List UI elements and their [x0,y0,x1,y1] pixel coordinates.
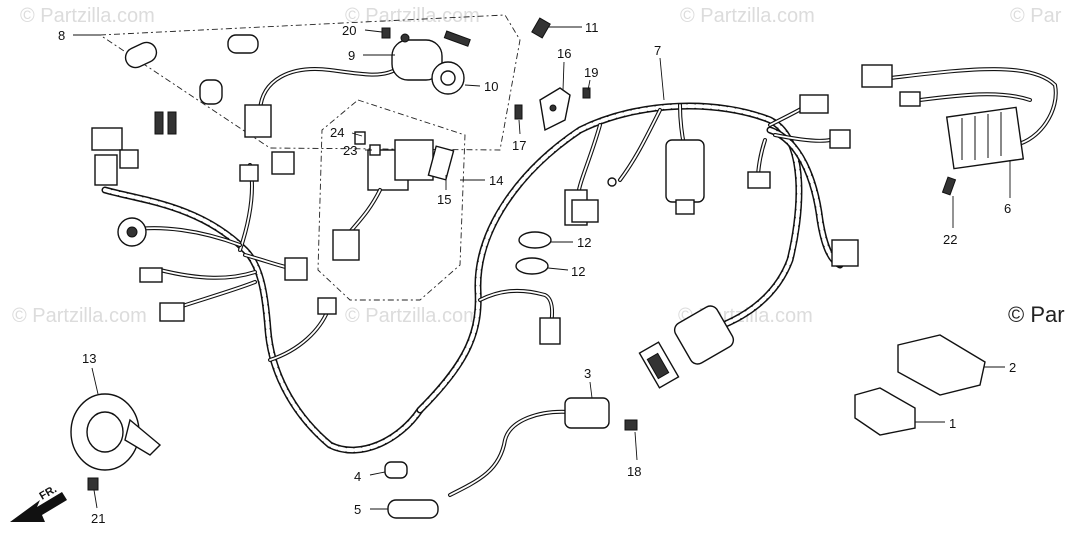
screw-20 [381,27,391,39]
connector-right-branch [284,257,308,281]
callout-18: 18 [627,464,641,479]
connector-center-right [747,171,771,189]
watermark-top-edge: © Par [1010,5,1062,27]
clamp-12-lower [515,257,549,275]
watermark-right-edge: © Par [1008,302,1065,327]
bolt-22 [941,176,957,196]
horn-bracket [124,418,162,456]
watermark-top-right: © Partzilla.com [680,5,815,27]
callout-8: 8 [58,28,65,43]
callout-11: 11 [585,20,599,35]
connector-small-right [829,129,851,149]
callout-2: 2 [1009,360,1016,375]
callout-7: 7 [654,43,661,58]
screw-19 [582,87,591,99]
key-cylinder-part [227,34,259,54]
connector-block-left [91,127,123,151]
connector-upper-right [799,94,829,114]
callout-5: 5 [354,502,361,517]
ignition-key [443,30,471,47]
regulator-rectifier [861,64,1058,196]
callouts: 8 20 9 10 11 16 19 17 7 24 23 14 15 12 1… [58,20,1016,526]
callout-14: 14 [489,173,503,188]
front-arrow-icon [10,492,67,522]
callout-19: 19 [584,65,598,80]
front-direction-arrow: FR. [10,483,67,522]
fuse-box-connector [332,229,360,261]
key-switch-assembly [124,17,551,138]
bracket-parts [514,87,591,132]
connector-upper-harness [271,151,295,175]
watermark-top-center: © Partzilla.com [345,5,480,27]
callout-24: 24 [330,125,344,140]
spark-plug-cap-5 [387,499,439,519]
harness-right-trunk [416,102,803,414]
callout-15: 15 [437,192,451,207]
condenser-cylinder [665,139,705,203]
ignition-switch [391,39,443,81]
callout-20: 20 [342,23,356,38]
horn-parts [70,393,162,491]
fuse-box-assembly [332,131,455,261]
bolt-21 [87,477,99,491]
callout-12-lower: 12 [571,264,585,279]
callout-21: 21 [91,511,105,526]
watermark-mid-left: © Partzilla.com [12,305,147,327]
cdi-unit-parts [854,334,986,436]
bolt-17 [514,104,523,120]
callout-3: 3 [584,366,591,381]
connector-lower-mid [317,297,337,315]
regulator-connector-2 [899,91,921,107]
callout-17: 17 [512,138,526,153]
key-switch-connector [244,104,272,138]
connector-bottom-mid [539,317,561,345]
left-harness [91,111,424,454]
connector-lower-right [831,239,859,267]
fuse-clip-24 [354,131,366,145]
cdi-unit-2 [897,334,986,396]
cdi-rubber-1 [854,387,916,436]
callout-16: 16 [557,46,571,61]
group-outlines [99,14,521,301]
connector-block-left-2 [94,154,118,186]
callout-1: 1 [949,416,956,431]
ignition-coil-parts [384,397,638,519]
regulator-body-6 [945,106,1025,170]
grommet-part [199,79,223,105]
callout-12-upper: 12 [577,235,591,250]
plug-cap-seal-4 [384,461,408,479]
ring-terminal [607,177,617,187]
watermark-mid-center: © Partzilla.com [345,305,480,327]
watermark-layer: © Partzilla.com © Partzilla.com © Partzi… [12,5,1065,327]
group-outline-8 [99,14,521,151]
key-part-11 [531,17,551,39]
ignition-coil-3 [564,397,610,429]
callout-13: 13 [82,351,96,366]
callout-4: 4 [354,469,361,484]
fuse-15 [427,145,455,181]
clamps [515,231,552,275]
callout-6: 6 [1004,201,1011,216]
lock-cylinder-part [124,41,158,69]
connector-small-left [119,149,139,169]
fuse-box-cover [394,139,434,181]
screw-18 [624,419,638,431]
callout-10: 10 [484,79,498,94]
regulator-connector-1 [861,64,893,88]
terminal-left-1 [154,111,164,135]
connector-lower-left [159,302,185,322]
main-harness-7 [416,94,859,414]
terminal-left-2 [167,111,177,135]
clamp-12-upper [518,231,552,249]
callout-22: 22 [943,232,957,247]
callout-23: 23 [343,143,357,158]
callout-9: 9 [348,48,355,63]
coupler-boot [673,305,735,365]
watermark-top-left: © Partzilla.com [20,5,155,27]
